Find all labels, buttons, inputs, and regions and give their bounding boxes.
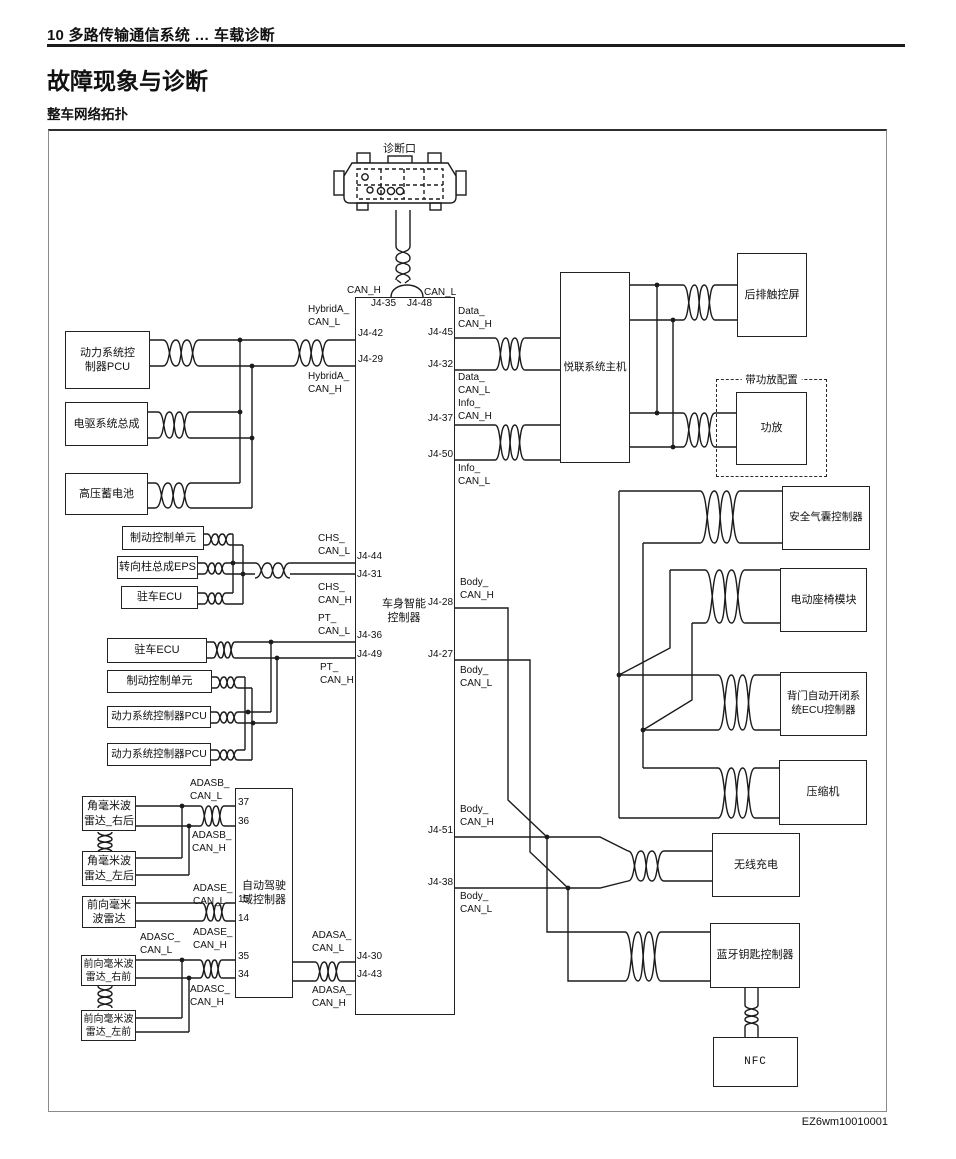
node-compressor: 压缩机 [779, 760, 867, 825]
pin-j4-45: J4-45 [427, 327, 453, 338]
pin-j4-43: J4-43 [357, 969, 383, 980]
amp-config-group: 带功放配置 [716, 372, 827, 477]
pin-j4-28: J4-28 [427, 597, 453, 608]
node-brake-unit-2: 制动控制单元 [107, 670, 212, 693]
net-body-can-l-2: Body_ CAN_L [460, 891, 493, 915]
node-wireless-charging: 无线充电 [712, 833, 800, 897]
node-adas-domain-controller: 自动驾驶 域控制器 [235, 788, 293, 998]
node-bluetooth-key-controller: 蓝牙钥匙控制器 [710, 923, 800, 988]
net-data-can-h: Data_ CAN_H [458, 306, 492, 330]
node-nfc: NFC [713, 1037, 798, 1087]
net-info-can-l: Info_ CAN_L [458, 463, 491, 487]
node-infotainment-host: 悦联系统主机 [560, 272, 630, 463]
pin-j4-31: J4-31 [357, 569, 383, 580]
diagnostic-port-label: 诊断口 [383, 143, 416, 155]
node-corner-radar-rr: 角毫米波 雷达_右后 [82, 796, 136, 831]
pin-34: 34 [238, 969, 250, 980]
pin-j4-30: J4-30 [357, 951, 383, 962]
pin-36: 36 [238, 816, 250, 827]
net-adasb-can-l: ADASB_ CAN_L [190, 778, 230, 802]
pin-j4-32: J4-32 [427, 359, 453, 370]
net-chs-can-h: CHS_ CAN_H [318, 582, 352, 606]
figure-code: EZ6wm10010001 [801, 1116, 888, 1128]
pin-35: 35 [238, 951, 250, 962]
node-body-controller [355, 297, 455, 1015]
page-title: 故障现象与诊断 [47, 68, 208, 94]
net-info-can-h: Info_ CAN_H [458, 398, 492, 422]
node-amplifier: 功放 [736, 392, 807, 465]
pin-j4-29: J4-29 [358, 354, 384, 365]
node-front-radar-lf: 前向毫米波 雷达_左前 [81, 1010, 136, 1041]
pin-j4-44: J4-44 [357, 551, 383, 562]
diagnostic-connector-icon [333, 152, 467, 211]
net-can-l: CAN_L [424, 287, 457, 298]
header-rule [47, 44, 905, 47]
diagram-frame [48, 129, 887, 1112]
amp-config-label: 带功放配置 [741, 372, 802, 387]
net-adasa-can-l: ADASA_ CAN_L [312, 930, 352, 954]
net-body-can-h-1: Body_ CAN_H [460, 577, 494, 601]
node-pcu-3: 动力系统控制器PCU [107, 743, 211, 766]
pin-j4-48: J4-48 [407, 298, 433, 309]
node-rear-touchscreen: 后排触控屏 [737, 253, 807, 337]
pin-j4-35: J4-35 [371, 298, 397, 309]
node-seat-module: 电动座椅模块 [780, 568, 867, 632]
pin-j4-27: J4-27 [427, 649, 453, 660]
pin-j4-50: J4-50 [427, 449, 453, 460]
net-adasa-can-h: ADASA_ CAN_H [312, 985, 352, 1009]
net-pt-can-l: PT_ CAN_L [318, 613, 351, 637]
net-adasb-can-h: ADASB_ CAN_H [192, 830, 232, 854]
node-front-radar: 前向毫米 波雷达 [82, 896, 136, 928]
pin-j4-38: J4-38 [427, 877, 453, 888]
node-park-ecu-2: 驻车ECU [107, 638, 207, 663]
junction-dots [179, 282, 676, 981]
net-hybrida-can-h: HybridA_ CAN_H [308, 371, 350, 395]
node-body-controller-label: 车身智能 控制器 [382, 598, 426, 625]
node-brake-unit-1: 制动控制单元 [122, 526, 204, 550]
pin-j4-49: J4-49 [357, 649, 383, 660]
net-adase-can-l: ADASE_ CAN_L [193, 883, 233, 907]
net-data-can-l: Data_ CAN_L [458, 372, 491, 396]
net-can-h: CAN_H [347, 285, 381, 296]
net-body-can-h-2: Body_ CAN_H [460, 804, 494, 828]
node-airbag-controller: 安全气囊控制器 [782, 486, 870, 550]
node-park-ecu-1: 驻车ECU [121, 586, 198, 609]
pin-j4-42: J4-42 [358, 328, 384, 339]
diagram-subtitle: 整车网络拓扑 [47, 107, 128, 122]
net-hybrida-can-l: HybridA_ CAN_L [308, 304, 350, 328]
node-corner-radar-lr: 角毫米波 雷达_左后 [82, 851, 136, 886]
pin-37: 37 [238, 797, 250, 808]
net-adase-can-h: ADASE_ CAN_H [193, 927, 233, 951]
net-pt-can-h: PT_ CAN_H [320, 662, 354, 686]
pin-15: 15 [238, 894, 250, 905]
node-front-radar-rf: 前向毫米波 雷达_右前 [81, 955, 136, 986]
net-adasc-can-l: ADASC_ CAN_L [140, 932, 181, 956]
net-adasc-can-h: ADASC_ CAN_H [190, 984, 231, 1008]
node-tailgate-ecu: 背门自动开闭系 统ECU控制器 [780, 672, 867, 736]
net-chs-can-l: CHS_ CAN_L [318, 533, 351, 557]
pin-j4-37: J4-37 [427, 413, 453, 424]
page-header: 10 多路传输通信系统 … 车载诊断 [47, 27, 275, 44]
node-eps: 转向柱总成EPS [117, 556, 198, 579]
net-body-can-l-1: Body_ CAN_L [460, 665, 493, 689]
node-hv-battery: 高压蓄电池 [65, 473, 148, 515]
pin-14: 14 [238, 913, 250, 924]
node-pcu-2: 动力系统控制器PCU [107, 706, 211, 728]
pin-j4-51: J4-51 [427, 825, 453, 836]
node-pcu-1: 动力系统控 制器PCU [65, 331, 150, 389]
pin-j4-36: J4-36 [357, 630, 383, 641]
node-edrive-assembly: 电驱系统总成 [65, 402, 148, 446]
